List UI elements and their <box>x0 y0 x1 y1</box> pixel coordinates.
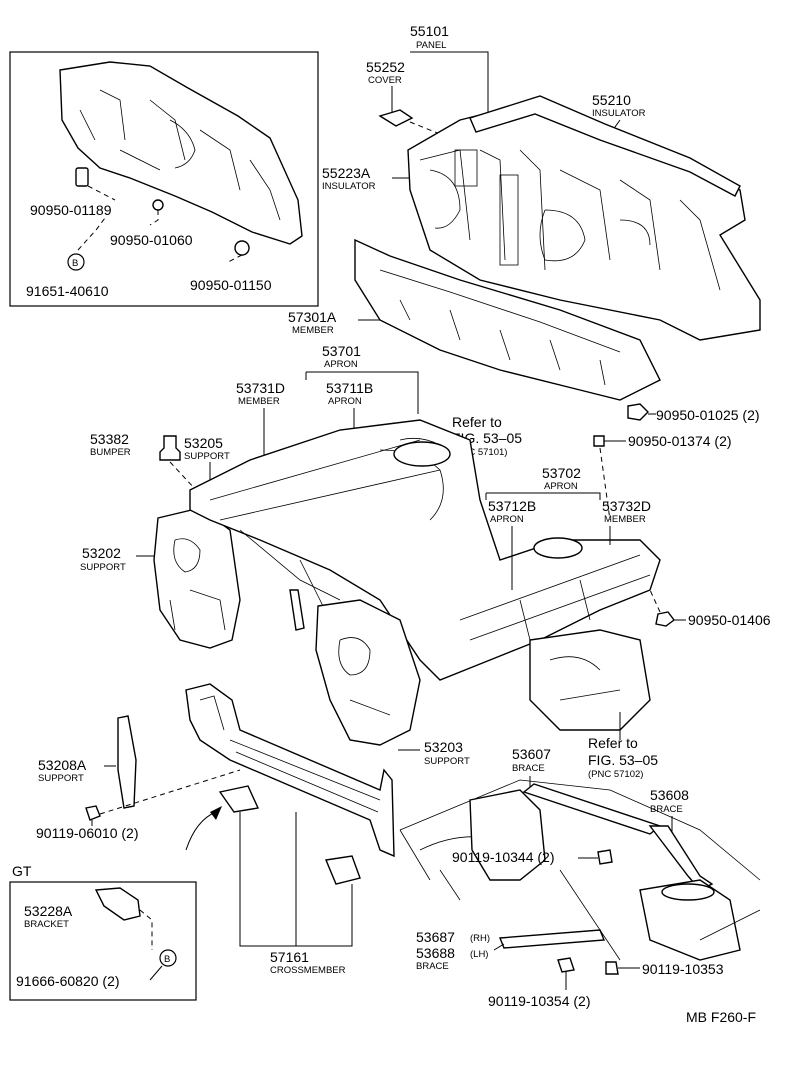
caption-55223a: INSULATOR <box>322 181 376 192</box>
label-53701: 53701 <box>322 343 361 359</box>
label-91651-40610: 91651-40610 <box>26 283 109 299</box>
label-53688: 53688 <box>416 945 455 961</box>
label-55252: 55252 <box>366 59 405 75</box>
label-90119-10354: 90119-10354 (2) <box>488 993 590 1009</box>
gt-marker-b <box>159 949 177 967</box>
label-53382: 53382 <box>90 431 129 447</box>
caption-53688-lh: (LH) <box>470 949 488 960</box>
label-53687: 53687 <box>416 929 455 945</box>
label-57301a: 57301A <box>288 309 337 325</box>
inset-marker-b <box>67 253 85 271</box>
label-53711b: 53711B <box>326 380 373 396</box>
caption-53711b: APRON <box>328 396 362 407</box>
bracket-53228a-drawing <box>94 887 141 921</box>
bumper-53382-drawing <box>159 435 181 461</box>
label-53202: 53202 <box>82 545 121 561</box>
caption-53712b: APRON <box>490 514 524 525</box>
caption-53688: BRACE <box>416 961 449 972</box>
label-55223a: 55223A <box>322 165 371 181</box>
label-53203: 53203 <box>424 739 463 755</box>
support-53203-drawing <box>315 599 421 746</box>
caption-53701: APRON <box>324 359 358 370</box>
caption-53205: SUPPORT <box>184 451 230 462</box>
ref-1-line-3: (PNC 57101) <box>452 447 507 458</box>
direction-arrow-curve <box>185 811 217 851</box>
caption-53687-rh: (RH) <box>470 933 490 944</box>
caption-53702: APRON <box>544 481 578 492</box>
nut-90950-01374-drawing <box>593 435 605 447</box>
caption-53228a: BRACKET <box>24 919 69 930</box>
label-53712b: 53712B <box>488 498 536 514</box>
support-53208a-drawing <box>117 715 137 809</box>
label-90950-01189: 90950-01189 <box>30 202 112 218</box>
label-53208a: 53208A <box>38 757 87 773</box>
label-57161: 57161 <box>270 949 309 965</box>
label-53228a: 53228A <box>24 903 73 919</box>
apron-assembly-drawing <box>189 419 661 681</box>
caption-55210: INSULATOR <box>592 108 646 119</box>
label-55101: 55101 <box>410 23 449 39</box>
label-90119-10353: 90119-10353 <box>642 961 724 977</box>
caption-55252: COVER <box>368 75 402 86</box>
label-90119-06010: 90119-06010 (2) <box>36 825 138 841</box>
label-53608: 53608 <box>650 787 689 803</box>
cover-55252-drawing <box>378 109 414 127</box>
bolt-90119-10353-drawing <box>605 961 619 975</box>
label-90119-10344: 90119-10344 (2) <box>452 849 554 865</box>
caption-53732d: MEMBER <box>604 514 646 525</box>
label-90950-01150: 90950-01150 <box>190 277 272 293</box>
inset-frame <box>9 51 319 307</box>
label-53731d: 53731D <box>236 380 285 396</box>
gt-marker-b-label: B <box>164 954 170 965</box>
caption-55101: PANEL <box>416 40 446 51</box>
rear-apron-drawing <box>529 629 651 731</box>
label-90950-01025: 90950-01025 (2) <box>656 407 760 423</box>
caption-53382: BUMPER <box>90 447 131 458</box>
gt-label: GT <box>12 863 32 879</box>
caption-53202: SUPPORT <box>80 562 126 573</box>
nut-90950-01406-drawing <box>655 611 675 627</box>
direction-arrow-head <box>210 806 222 820</box>
caption-53607: BRACE <box>512 763 545 774</box>
crossmember-57161-drawing <box>185 683 395 885</box>
bolt-90119-10354-drawing <box>557 957 575 973</box>
ref-2-line-1: Refer to <box>588 735 638 751</box>
caption-53208a: SUPPORT <box>38 773 84 784</box>
label-53732d: 53732D <box>602 498 651 514</box>
gt-frame <box>9 881 197 1001</box>
label-90950-01060: 90950-01060 <box>110 232 193 248</box>
inset-marker-b-label: B <box>72 258 78 269</box>
inset-insulator-drawing <box>59 61 303 263</box>
ref-2-line-2: FIG. 53–05 <box>588 752 658 768</box>
caption-53203: SUPPORT <box>424 756 470 767</box>
label-55210: 55210 <box>592 92 631 108</box>
brace-area-drawing <box>399 779 761 961</box>
caption-57301a: MEMBER <box>292 325 334 336</box>
caption-53608: BRACE <box>650 804 683 815</box>
dash-panel-drawing <box>407 95 761 341</box>
label-53205: 53205 <box>184 435 223 451</box>
caption-57161: CROSSMEMBER <box>270 965 346 976</box>
label-91666-60820: 91666-60820 (2) <box>16 973 120 989</box>
member-57301a-drawing <box>354 238 661 401</box>
ref-2-line-3: (PNC 57102) <box>588 769 643 780</box>
figure-code: MB F260-F <box>686 1009 756 1025</box>
bolt-90119-06010-drawing <box>85 805 101 821</box>
label-53607: 53607 <box>512 746 551 762</box>
support-53202-drawing <box>153 507 241 649</box>
nut-90950-01025-drawing <box>627 403 649 421</box>
label-90950-01374: 90950-01374 (2) <box>628 433 732 449</box>
label-90950-01406: 90950-01406 <box>688 612 771 628</box>
caption-53731d: MEMBER <box>238 396 280 407</box>
ref-1-line-1: Refer to <box>452 414 502 430</box>
bolt-90119-10344-drawing <box>597 849 613 865</box>
label-53702: 53702 <box>542 465 581 481</box>
